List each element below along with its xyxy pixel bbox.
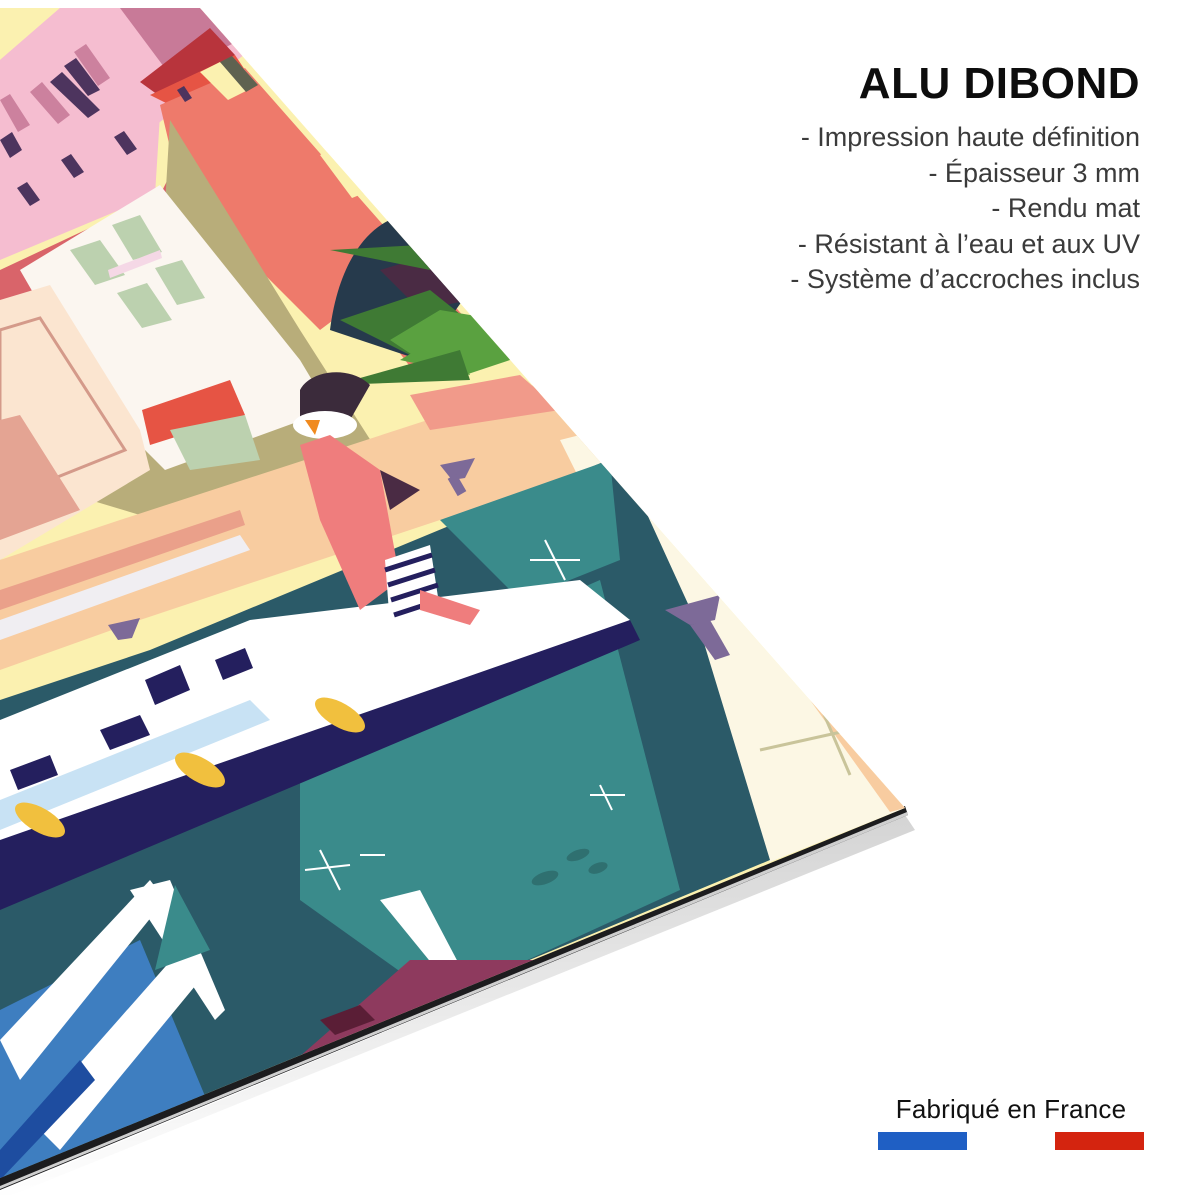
- white-boat: [0, 580, 640, 910]
- water-sparkles: [304, 539, 625, 891]
- product-title: ALU DIBOND: [858, 59, 1140, 108]
- feature-item: - Rendu mat: [991, 193, 1140, 223]
- panel-edge-highlight: [0, 812, 908, 1189]
- made-in-france-label: Fabriqué en France: [895, 1094, 1127, 1124]
- french-flag-icon: [878, 1132, 1144, 1150]
- panel-shadow: [0, 815, 915, 1200]
- product-info: ALU DIBOND - Impression haute définition…: [790, 62, 1140, 298]
- green-plant: [330, 245, 510, 385]
- flag-red-stripe: [1055, 1132, 1144, 1150]
- fish: [531, 848, 608, 886]
- feature-list: - Impression haute définition - Épaisseu…: [790, 120, 1140, 298]
- pink-building-windows: [0, 58, 137, 206]
- feature-item: - Impression haute définition: [800, 122, 1140, 152]
- feature-item: - Épaisseur 3 mm: [928, 157, 1140, 188]
- feature-item: - Résistant à l’eau et aux UV: [797, 228, 1140, 259]
- red-roof: [140, 28, 235, 100]
- made-in-france-badge: Fabriqué en France: [878, 1096, 1144, 1150]
- buoys: [15, 697, 365, 838]
- feature-item: - Système d’accroches inclus: [790, 264, 1140, 294]
- flag-blue-stripe: [878, 1132, 967, 1150]
- boat-windows: [10, 648, 253, 790]
- red-awning: [142, 380, 245, 445]
- sailor-character: [293, 372, 480, 625]
